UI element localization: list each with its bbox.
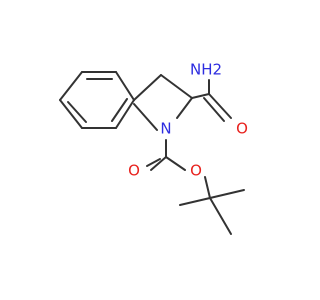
molecule-diagram: NH2 N O O O <box>59 61 248 235</box>
ester-oxygen-label: O <box>190 162 202 180</box>
carbonyl-oxygen-label: O <box>128 162 140 180</box>
amine-label: NH2 <box>190 61 222 79</box>
ring-nitrogen-label: N <box>160 120 171 138</box>
boc-group <box>146 139 245 235</box>
amide-oxygen-label: O <box>236 120 248 138</box>
atom-labels: NH2 N O O O <box>128 61 248 180</box>
benzene-ring <box>59 71 135 129</box>
amide-group <box>191 79 232 122</box>
pyrroline-ring <box>133 74 193 131</box>
